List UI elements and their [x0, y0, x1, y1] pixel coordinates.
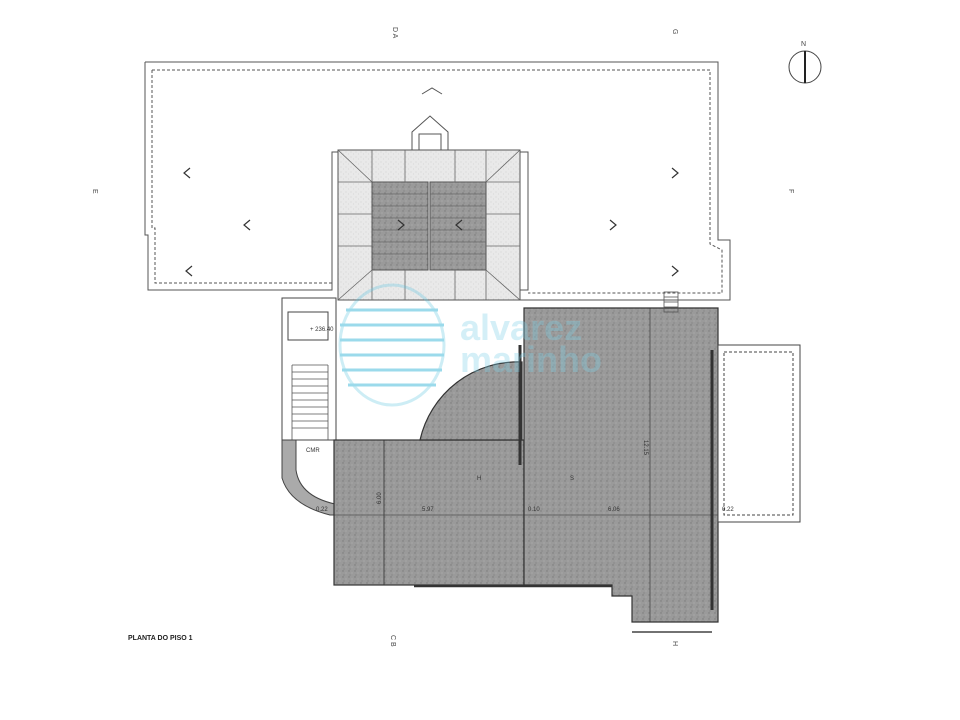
room-label-s: S	[570, 476, 574, 482]
dimension-600: 6.00	[377, 492, 383, 504]
right-balcony	[717, 344, 801, 523]
stair-label: CMR	[306, 448, 320, 454]
stair-steps	[291, 364, 329, 440]
north-label: N	[801, 41, 806, 48]
entry-area	[281, 297, 337, 441]
dimension-022-right: 0.22	[722, 507, 734, 513]
north-arrow-icon: N	[788, 41, 822, 84]
roof-outline	[144, 61, 731, 301]
dimension-597: 5.97	[422, 507, 434, 513]
section-mark-g: G	[671, 29, 678, 34]
section-mark-cb: C B	[389, 635, 396, 647]
dimension-010: 0.10	[528, 507, 540, 513]
dimension-1215: 12.15	[642, 440, 648, 456]
section-mark-f: F	[787, 189, 794, 193]
plan-title: PLANTA DO PISO 1	[128, 635, 193, 642]
floor-slabs	[333, 307, 719, 623]
watermark-globe-icon	[338, 283, 446, 407]
chimney	[411, 87, 449, 159]
dimension-labels: 0.22 6.00 5.97 0.10 6.06 0.22 12.15 H S	[316, 440, 734, 513]
section-marks: D A G E F C B H	[91, 27, 794, 647]
section-mark-h: H	[671, 641, 678, 646]
watermark-line2: marinho	[460, 339, 602, 380]
section-mark-da: D A	[391, 27, 398, 39]
room-label-h: H	[477, 476, 481, 482]
watermark: alvarez marinho	[338, 283, 602, 407]
dimension-606: 6.06	[608, 507, 620, 513]
section-mark-e: E	[91, 189, 98, 194]
level-mark: + 236.40	[310, 327, 334, 333]
stair-core	[337, 149, 521, 301]
small-stair	[663, 291, 679, 313]
watermark-line1: alvarez	[460, 307, 582, 348]
dimension-022-left: 0.22	[316, 507, 328, 513]
